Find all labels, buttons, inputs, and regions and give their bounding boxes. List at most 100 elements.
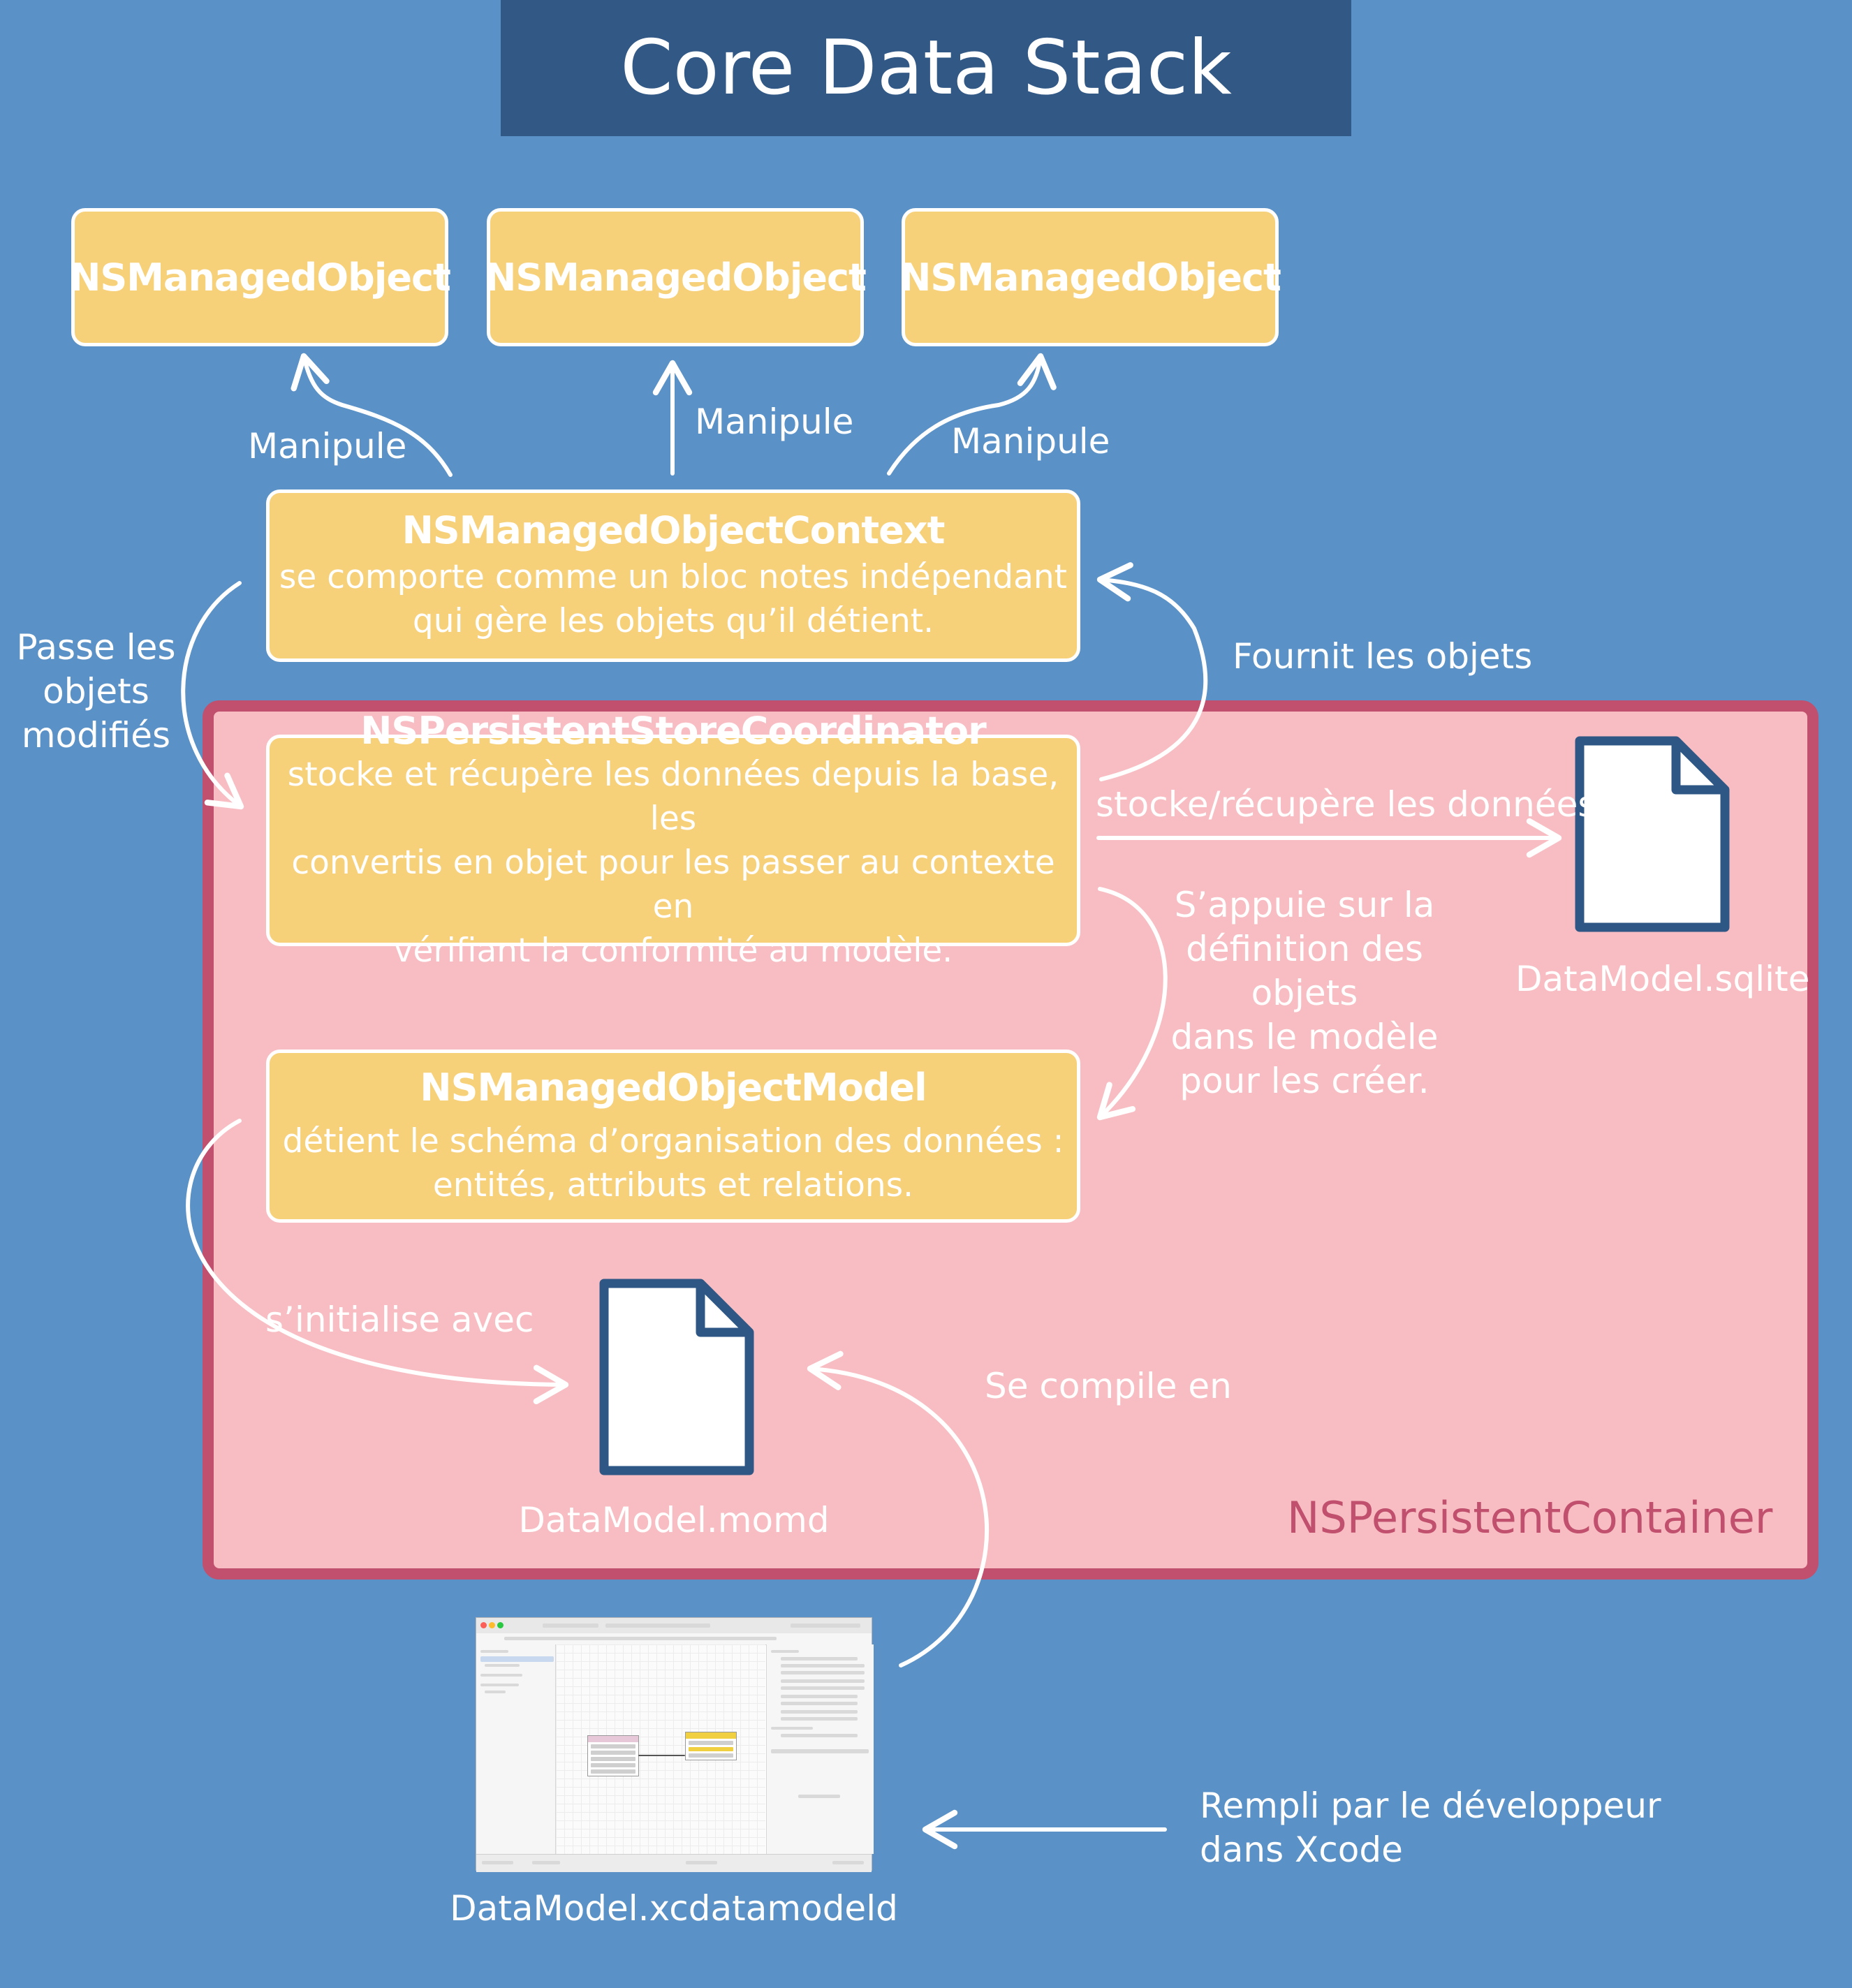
inspector-row — [781, 1717, 858, 1721]
entity-attribute — [689, 1753, 733, 1758]
passe-objets-label: Passe les objets modifiés — [14, 626, 178, 758]
context-description: se comporte comme un bloc notes indépend… — [279, 555, 1067, 643]
breadcrumb — [504, 1637, 777, 1640]
s-appuie-line: objets — [1251, 973, 1358, 1013]
arrow-se-compile — [807, 1350, 990, 1667]
xcode-screenshot-thumbnail — [476, 1617, 874, 1872]
inspector-row — [781, 1671, 865, 1674]
xcode-graph-canvas — [556, 1644, 765, 1854]
manipule-label-right: Manipule — [951, 421, 1110, 462]
inspector-row — [781, 1710, 858, 1714]
inspector-row — [781, 1664, 865, 1667]
rempli-par-line: Rempli par le développeur — [1200, 1785, 1661, 1826]
momd-file-label: DataModel.momd — [518, 1500, 830, 1540]
arrow-passe-objets — [181, 581, 244, 810]
list-item — [480, 1684, 519, 1686]
s-appuie-line: définition des — [1186, 929, 1423, 969]
managed-object-box-3: NSManagedObject — [899, 208, 1281, 346]
passe-objets-line: objets — [43, 671, 149, 712]
view-buttons — [791, 1623, 860, 1628]
fournit-objets-label: Fournit les objets — [1233, 636, 1533, 677]
inspector-row — [798, 1795, 840, 1798]
entity-attribute — [591, 1757, 635, 1761]
coordinator-title: NSPersistentStoreCoordinator — [360, 708, 987, 753]
arrow-manipule-right — [887, 353, 1057, 476]
model-box: NSManagedObjectModel détient le schéma d… — [266, 1050, 1080, 1223]
xcode-bottom-bar — [476, 1854, 872, 1872]
list-item — [480, 1656, 554, 1662]
title-bar: Core Data Stack — [501, 0, 1351, 136]
list-item — [480, 1650, 508, 1653]
close-dot-icon — [480, 1622, 487, 1628]
xcode-inspector — [766, 1644, 874, 1854]
entity-spending — [587, 1735, 639, 1776]
xcdatamodeld-file-label: DataModel.xcdatamodeld — [450, 1888, 898, 1929]
arrow-s-appuie — [1096, 887, 1168, 1121]
entity-header — [588, 1736, 638, 1742]
coordinator-description: stocke et récupère les données depuis la… — [270, 753, 1077, 973]
inspector-row — [781, 1657, 858, 1661]
coordinator-desc-line: vérifiant la conformité au modèle. — [393, 931, 953, 970]
context-box: NSManagedObjectContext se comporte comme… — [266, 489, 1080, 662]
model-desc-line: détient le schéma d’organisation des don… — [282, 1121, 1064, 1161]
inspector-row — [781, 1695, 858, 1698]
entity-attribute — [689, 1741, 733, 1745]
passe-objets-line: modifiés — [21, 715, 171, 756]
sqlite-document-icon — [1575, 736, 1730, 932]
list-item — [485, 1691, 506, 1693]
entity-attribute — [591, 1763, 635, 1767]
s-appuie-line: S’appuie sur la — [1174, 885, 1435, 925]
xcode-toolbar — [476, 1618, 872, 1634]
se-compile-label: Se compile en — [985, 1366, 1232, 1406]
inspector-row — [781, 1686, 865, 1690]
sqlite-file-label: DataModel.sqlite — [1515, 959, 1810, 999]
rempli-par-line: dans Xcode — [1200, 1829, 1403, 1870]
entity-attribute — [591, 1769, 635, 1774]
xcode-entity-list — [476, 1644, 556, 1854]
entity-attribute — [689, 1747, 733, 1751]
arrow-s-initialise — [186, 1119, 569, 1404]
diagram-title: Core Data Stack — [620, 24, 1232, 112]
arrow-manipule-left — [291, 353, 453, 477]
model-title: NSManagedObjectModel — [420, 1065, 927, 1110]
s-initialise-label: s’initialise avec — [265, 1299, 534, 1340]
context-title: NSManagedObjectContext — [402, 508, 946, 552]
bottom-bar-item — [832, 1861, 864, 1864]
inspector-row — [781, 1679, 865, 1683]
managed-object-box-1: NSManagedObject — [69, 208, 451, 346]
bottom-bar-item — [686, 1861, 717, 1864]
activity-view — [605, 1623, 710, 1628]
context-desc-line: se comporte comme un bloc notes indépend… — [279, 558, 1068, 596]
passe-objets-line: Passe les — [16, 627, 176, 668]
bottom-bar-item — [532, 1861, 560, 1864]
manipule-label-left: Manipule — [248, 426, 407, 466]
inspector-row — [781, 1734, 858, 1737]
model-desc-line: entités, attributs et relations. — [432, 1165, 914, 1205]
scheme-selector — [543, 1623, 598, 1628]
coordinator-desc-line: stocke et récupère les données depuis la… — [287, 755, 1059, 838]
list-item — [480, 1674, 522, 1677]
rempli-par-label: Rempli par le développeur dans Xcode — [1200, 1784, 1661, 1872]
managed-object-box-2: NSManagedObject — [485, 208, 867, 346]
s-appuie-line: dans le modèle — [1170, 1017, 1439, 1057]
minimize-dot-icon — [489, 1622, 495, 1628]
bottom-bar-item — [482, 1861, 513, 1864]
s-appuie-label: S’appuie sur la définition des objets da… — [1165, 883, 1444, 1103]
s-appuie-line: pour les créer. — [1179, 1061, 1430, 1101]
coordinator-desc-line: convertis en objet pour les passer au co… — [291, 843, 1055, 926]
container-label: NSPersistentContainer — [1287, 1492, 1773, 1543]
relationship-line — [638, 1755, 685, 1756]
inspector-row — [771, 1749, 869, 1753]
stocke-recupere-label: stocke/récupère les données — [1096, 784, 1596, 825]
context-desc-line: qui gère les objets qu’il détient. — [412, 602, 934, 640]
coordinator-box: NSPersistentStoreCoordinator stocke et r… — [266, 709, 1080, 970]
entity-attribute — [591, 1744, 635, 1748]
inspector-row — [771, 1727, 813, 1730]
entity-person — [685, 1732, 737, 1760]
inspector-row — [781, 1702, 858, 1705]
xcode-jump-bar — [476, 1633, 872, 1645]
entity-attribute — [591, 1751, 635, 1755]
inspector-row — [771, 1650, 799, 1653]
arrow-fournit-objets — [1096, 562, 1208, 781]
